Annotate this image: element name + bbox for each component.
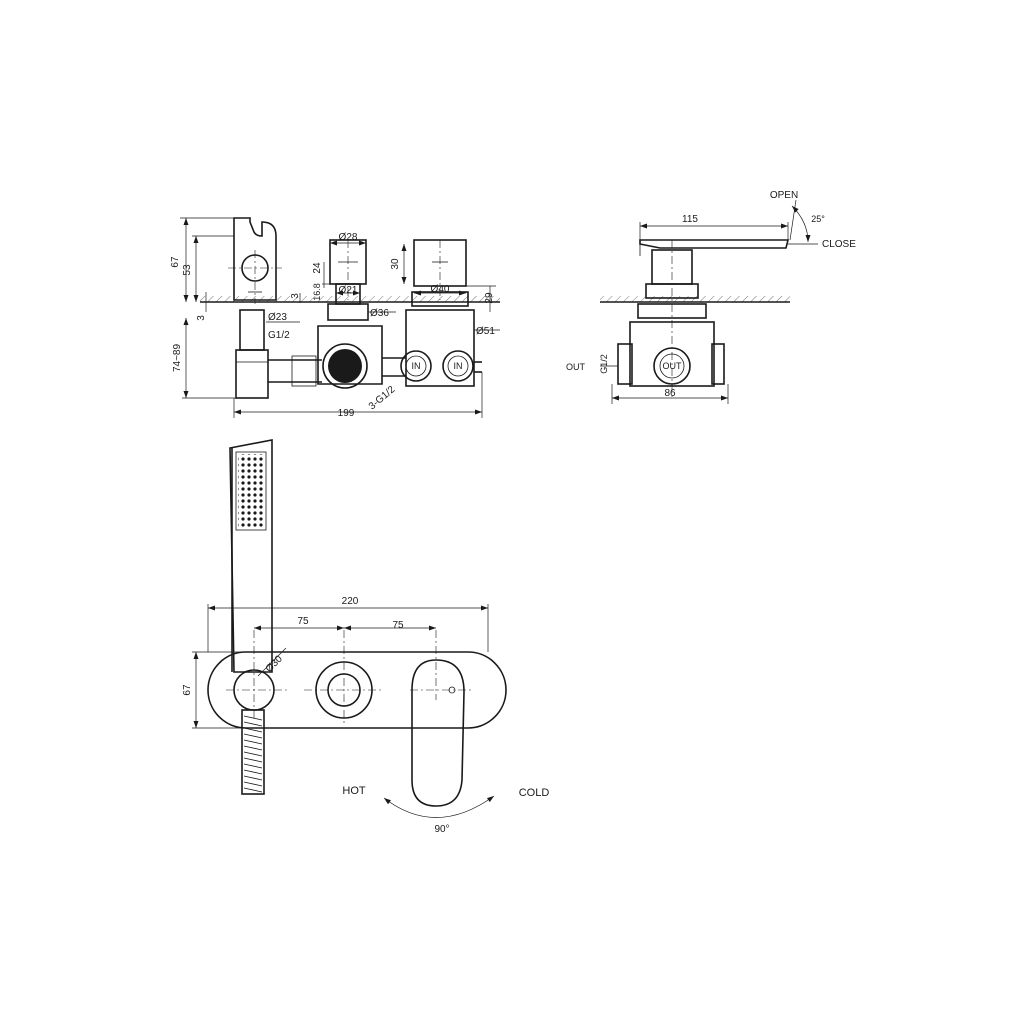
dim-diameter-36: Ø36 bbox=[370, 308, 389, 319]
dim-199: 199 bbox=[338, 408, 355, 419]
port-in-2-label: IN bbox=[454, 361, 463, 371]
dim-30: 30 bbox=[390, 258, 401, 270]
dim-diameter-28: Ø28 bbox=[339, 232, 358, 243]
close-label: CLOSE bbox=[822, 239, 856, 250]
shower-holder-bracket bbox=[228, 217, 282, 304]
dim-24: 24 bbox=[312, 262, 323, 274]
hot-label: HOT bbox=[342, 785, 366, 797]
plan-view: 220 75 75 Ø30 67 HOT COLD 90° bbox=[182, 439, 549, 835]
thread-g12-side: G1/2 bbox=[599, 354, 609, 374]
dim-diameter-21: Ø21 bbox=[339, 285, 358, 296]
dim-220: 220 bbox=[342, 596, 359, 607]
side-dimension-lines bbox=[611, 199, 818, 404]
dim-75-right: 75 bbox=[392, 620, 404, 631]
front-dimension-lines bbox=[180, 217, 500, 418]
open-label: OPEN bbox=[770, 190, 798, 201]
dim-115: 115 bbox=[682, 214, 698, 225]
dim-67-plan: 67 bbox=[182, 684, 193, 696]
dim-16-8: 16.8 bbox=[312, 283, 322, 301]
dim-diameter-23: Ø23 bbox=[268, 312, 287, 323]
dim-67: 67 bbox=[170, 256, 181, 268]
angle-90: 90° bbox=[434, 824, 449, 835]
dim-74-89: 74~89 bbox=[172, 344, 183, 373]
port-out-label: OUT bbox=[663, 361, 683, 371]
mixer-lever-handle bbox=[410, 630, 472, 807]
thread-g12: G1/2 bbox=[268, 330, 290, 341]
dim-diameter-51: Ø51 bbox=[476, 326, 495, 337]
dim-3-g12: 3-G1/2 bbox=[367, 384, 398, 412]
port-in-1-label: IN bbox=[412, 361, 421, 371]
wall-surface bbox=[200, 296, 500, 303]
hose-outlet bbox=[226, 630, 290, 720]
cover-plate bbox=[207, 651, 507, 729]
dim-53: 53 bbox=[182, 264, 193, 276]
side-dimension-texts: 115 25° OPEN CLOSE OUT G1/2 OUT 86 bbox=[566, 190, 856, 399]
side-wall-surface bbox=[600, 296, 790, 303]
dim-75-left: 75 bbox=[297, 616, 309, 627]
out-label: OUT bbox=[566, 362, 586, 372]
hand-shower bbox=[229, 439, 273, 673]
dim-diameter-40: Ø40 bbox=[431, 284, 450, 295]
shower-hose bbox=[241, 709, 265, 795]
plan-dimension-lines bbox=[192, 604, 495, 818]
front-view: 67 53 Ø28 24 Ø21 16.8 3 30 Ø40 29 Ø23 Ø3… bbox=[170, 217, 500, 419]
angle-25: 25° bbox=[811, 214, 825, 224]
diverter-knob bbox=[304, 630, 384, 724]
plan-dimension-texts: 220 75 75 Ø30 67 HOT COLD 90° bbox=[182, 596, 549, 835]
dim-diameter-30: Ø30 bbox=[264, 653, 285, 674]
hose-outlet-pipe bbox=[235, 309, 322, 399]
lever-handle bbox=[639, 239, 790, 256]
dim-3-top: 3 bbox=[290, 293, 301, 299]
side-valve-body bbox=[600, 240, 725, 400]
dim-86: 86 bbox=[664, 388, 676, 399]
side-view: 115 25° OPEN CLOSE OUT G1/2 OUT 86 bbox=[566, 190, 856, 404]
dim-3-left: 3 bbox=[196, 315, 207, 321]
cold-label: COLD bbox=[519, 787, 550, 799]
dim-29: 29 bbox=[484, 292, 495, 304]
